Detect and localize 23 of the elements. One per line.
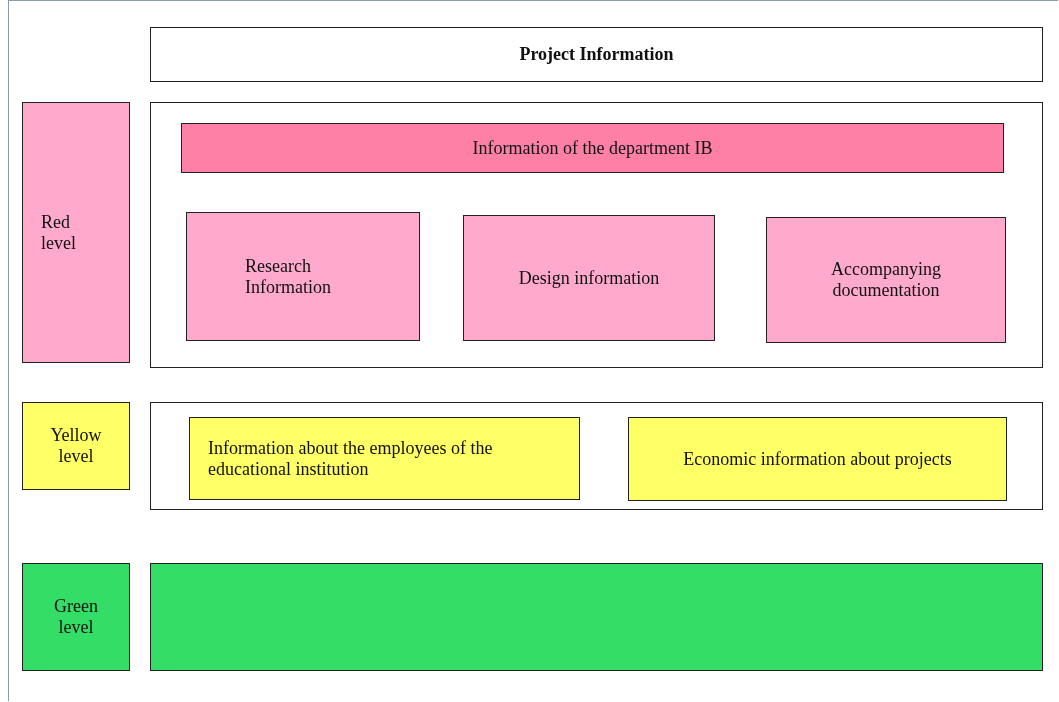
level-label-box bbox=[22, 102, 130, 363]
node-label: Economic information about projects bbox=[683, 448, 952, 470]
node-label: Research Information bbox=[245, 255, 332, 298]
info-box bbox=[463, 215, 715, 341]
level-label-box bbox=[22, 563, 130, 671]
node-label: Design information bbox=[518, 267, 660, 289]
info-box bbox=[628, 417, 1007, 501]
node-label: Accompanying documentation bbox=[830, 259, 942, 301]
node-label: Red level bbox=[41, 211, 77, 254]
info-box bbox=[189, 417, 580, 500]
group-panel bbox=[150, 402, 1043, 510]
level-label-box bbox=[22, 402, 130, 490]
info-box bbox=[766, 217, 1006, 343]
node-label: Information of the department IB bbox=[472, 137, 713, 159]
node-label: Yellow level bbox=[49, 425, 103, 467]
node-label: Information about the employees of the educational institution bbox=[208, 437, 494, 480]
level-bar bbox=[150, 563, 1043, 671]
node-label: Project Information bbox=[519, 44, 674, 65]
section-banner bbox=[181, 123, 1004, 173]
group-panel bbox=[150, 102, 1043, 368]
header-box bbox=[150, 27, 1043, 82]
info-box bbox=[186, 212, 420, 341]
node-label: Green level bbox=[53, 596, 99, 638]
